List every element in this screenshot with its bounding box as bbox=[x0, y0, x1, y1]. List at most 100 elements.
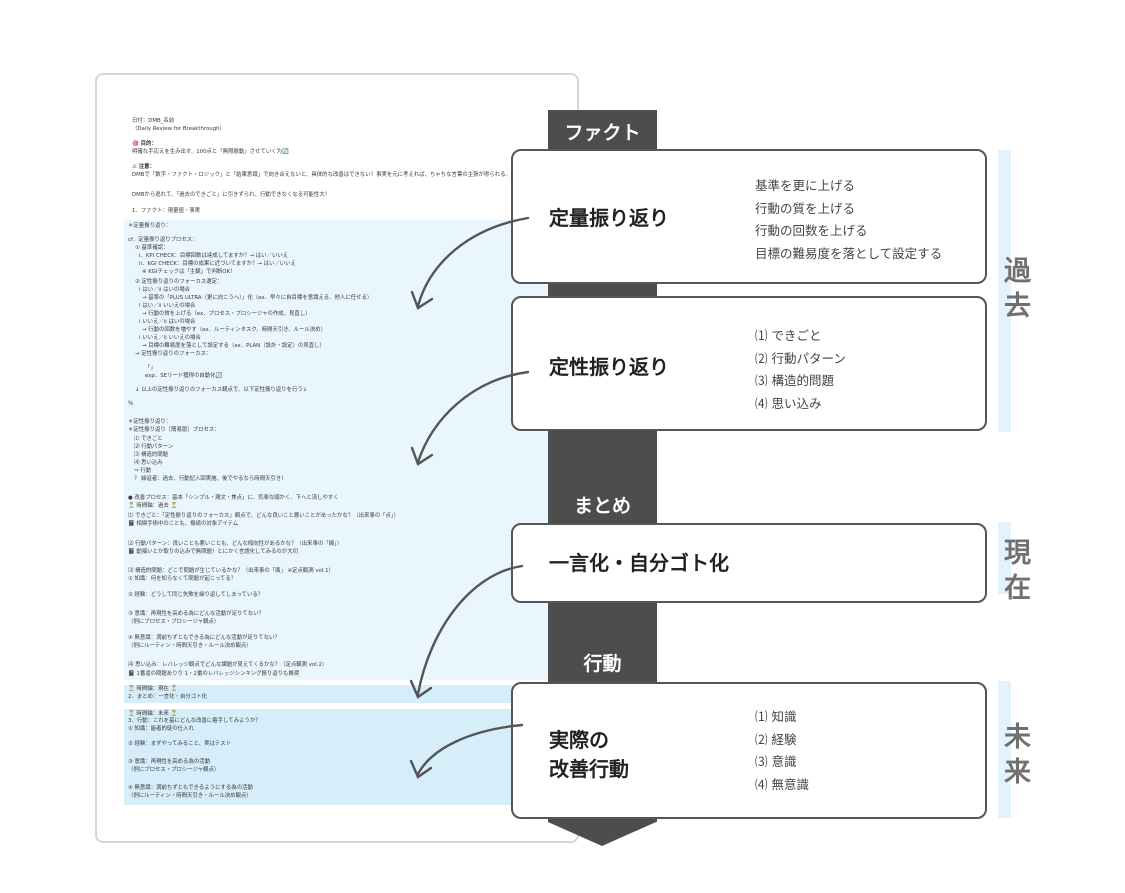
qualitative-review-items: ⑴ できごと ⑵ 行動パターン ⑶ 構造的問題 ⑷ 思い込み bbox=[755, 325, 846, 415]
document-line: 「」 bbox=[145, 365, 156, 371]
document-line: 明確な手応えを生み出す、100点と「無限振動」させていく为🔄 bbox=[132, 149, 289, 155]
document-line: ⑶ 構造的問題 bbox=[134, 452, 169, 458]
document-line: 3．行動：これを基にどんな改善に着手してみようか？ bbox=[128, 718, 261, 724]
document-line: （例にルーティン・時間天引き・ルール決め観点） bbox=[128, 643, 252, 649]
document-line: 📓 動揺いとか取りの込みで無問題！とにかく言語化してみるのが大切 bbox=[128, 549, 298, 555]
document-line: ② 定性振り返りのフォーカス選定： bbox=[135, 279, 223, 285]
flow-spine-top bbox=[548, 110, 657, 120]
document-line: i．KPI CHECK：目標回数は達成してますか？→ はい／いいえ bbox=[139, 253, 289, 259]
document-line: ⏳ 時間軸：未来 ⏳ bbox=[128, 711, 178, 717]
arrow-qualitative bbox=[416, 370, 530, 464]
document-line: exp．SEリード獲得の自動化🔄 bbox=[145, 373, 223, 379]
document-line: 2．まとめ：一言化・自分ゴト化 bbox=[128, 694, 207, 700]
document-line: （例にプロセス・プロシージャ観点） bbox=[128, 767, 220, 773]
document-line: ii．KGI CHECK：目標の成果に近づいてますか？→ はい／いいえ bbox=[139, 261, 296, 267]
document-line: ⑴ できごと：「定性振り返りのフォーカス」観点で、どんな良いこと悪いことがあった… bbox=[128, 513, 400, 519]
qualitative-item: ⑵ 行動パターン bbox=[755, 350, 846, 366]
quantitative-item: 行動の回数を上げる bbox=[755, 223, 868, 238]
quantitative-item: 目標の難易度を落として設定する bbox=[755, 245, 943, 261]
quantitative-item: 基準を更に上げる bbox=[755, 178, 856, 193]
qualitative-item: ⑴ できごと bbox=[755, 328, 822, 343]
qualitative-item: ⑶ 構造的問題 bbox=[755, 373, 834, 388]
document-line: ① 知識：何を知らなくて問題が起こってる？ bbox=[128, 576, 237, 582]
quantitative-review-items: 基準を更に上げる 行動の質を上げる 行動の回数を上げる 目標の難易度を落として設… bbox=[755, 175, 942, 265]
document-line: ④ 無意識：満前ちずともできるようにする為の活動 bbox=[128, 785, 253, 791]
document-line: ％ bbox=[128, 401, 134, 407]
timeline-band-past bbox=[998, 150, 1011, 432]
action-item: ⑴ 知識 bbox=[755, 709, 797, 724]
document-line: ● 改善プロセス：基本「シンプル・潤文・焦点」に、気楽な順かく、下へと流しやすく bbox=[128, 495, 339, 501]
document-line: 日付：DMB_名前 bbox=[132, 118, 175, 124]
document-line: → 行動の回数を増やす（ex．ルーティンタスク、時間天引き、ルール決め） bbox=[142, 327, 326, 333]
document-line: → 基準の「PLUS ULTRA（更に向こうへ）」化（ex．早々に自目標を意識え… bbox=[142, 295, 373, 301]
document-line: ⑶ 構造的問題：どこで問題が生じているかな？（出来事の「面」 ※定点観測 vol… bbox=[128, 568, 334, 574]
document-line: DMBで「数字・ファクト・ロジック」と「結果意識」で向き合えないと、具体的な改善… bbox=[132, 172, 511, 178]
document-line: → 行動の質を上げる（ex．プロセス・プロシージャの作成、見直し） bbox=[142, 311, 311, 317]
document-line: ④ 無意識：満前ちずともできる為にどんな活動が足りてない？ bbox=[128, 635, 280, 641]
timeline-label-present: 現在 bbox=[999, 538, 1030, 608]
timeline-label-past: 過去 bbox=[999, 256, 1030, 326]
document-line: i はい／ii いいえの場合 bbox=[139, 303, 196, 309]
document-line: DMBから逃れて、「過去のできごと」に引きずられ、行動できなくなる可能性大！ bbox=[132, 192, 331, 198]
summary-box: 一言化・自分ゴト化 bbox=[511, 523, 987, 603]
flow-spine-arrowhead bbox=[548, 822, 656, 846]
document-line: → 定性振り返りのフォーカス： bbox=[135, 351, 212, 357]
action-item: ⑶ 意識 bbox=[755, 754, 797, 769]
document-line: → 目標の難易度を落として設定する（ex．PLAN（設計・設定）の見直し） bbox=[142, 343, 325, 349]
document-line: ① 基準確認： bbox=[135, 245, 169, 251]
arrow-action-head bbox=[409, 759, 433, 779]
action-item: ⑵ 経験 bbox=[755, 731, 797, 747]
timeline-band-present bbox=[998, 522, 1011, 594]
quantitative-review-box: 定量振り返り 基準を更に上げる 行動の質を上げる 行動の回数を上げる 目標の難易… bbox=[511, 149, 987, 284]
document-line: ⏳ 時間軸：現在 ⏳ bbox=[128, 686, 178, 692]
quantitative-item: 行動の質を上げる bbox=[755, 200, 856, 216]
document-line: ？ 繰返者：過去、行動記入回実施、後でやるなら時間天引き！ bbox=[134, 476, 287, 482]
summary-title: 一言化・自分ゴト化 bbox=[549, 551, 729, 575]
arrow-quantitative-head bbox=[410, 290, 434, 310]
document-line: i はい／ii はいの場合 bbox=[139, 287, 191, 293]
document-line: ⑵ 行動パターン：良いことも悪いことも、どんな傾向性があるかな？（出来事の「線」… bbox=[128, 541, 343, 547]
stage-label-fact: ファクト bbox=[564, 122, 641, 144]
qualitative-item: ⑷ 思い込み bbox=[755, 395, 822, 411]
document-line: 📓 相関手術中のことも、振続の対象アイテム bbox=[128, 521, 239, 527]
document-line: 🎯 目的： bbox=[132, 141, 157, 147]
arrow-summary-head bbox=[409, 679, 433, 699]
timeline-band-future bbox=[998, 681, 1011, 818]
stage-label-action: 行動 bbox=[583, 653, 622, 675]
document-line: （Daily Review for Breakthrough） bbox=[132, 126, 225, 132]
quantitative-review-title: 定量振り返り bbox=[549, 206, 669, 230]
document-line: ⚠ 注意： bbox=[132, 164, 155, 170]
action-title-line2: 改善行動 bbox=[549, 757, 629, 781]
action-box: 実際の 改善行動 ⑴ 知識 ⑵ 経験 ⑶ 意識 ⑷ 無意識 bbox=[511, 682, 987, 819]
document-line: ↓ 以上の定性振り返りのフォーカス観点で、以下定性振り返りを行う↓ bbox=[135, 387, 308, 393]
document-line: ⇒ 行動 bbox=[134, 468, 152, 474]
action-title-line1: 実際の bbox=[549, 728, 609, 752]
action-items: ⑴ 知識 ⑵ 経験 ⑶ 意識 ⑷ 無意識 bbox=[755, 706, 809, 796]
document-line: ⑷ 思い込み：レバレッジ観点でどんな課題が見えてくるかな？（定点観測 vol.2… bbox=[128, 662, 328, 668]
document-line: 📓 1番違の問題ありり 1・2番のレバレッジシンキング振り返りも推奨 bbox=[128, 671, 300, 677]
qualitative-review-box: 定性振り返り ⑴ できごと ⑵ 行動パターン ⑶ 構造的問題 ⑷ 思い込み bbox=[511, 296, 987, 431]
document-line: （例にプロセス・プロシージャ観点） bbox=[128, 619, 220, 625]
arrow-action bbox=[416, 723, 524, 776]
document-line: ② 経験：まずやってみること、実はテスト bbox=[128, 741, 232, 747]
document-line: （例にルーティン・時間天引き・ルール決め観点） bbox=[128, 793, 252, 799]
stage-label-summary: まとめ bbox=[548, 490, 657, 522]
document-line: cf．定量振り返りプロセス： bbox=[128, 237, 198, 243]
qualitative-review-title: 定性振り返り bbox=[549, 355, 669, 379]
fact-section-highlight bbox=[124, 220, 577, 680]
present-section-highlight bbox=[124, 685, 577, 703]
document-line: ＊定量振り返り： bbox=[128, 223, 172, 229]
document-line: 1．ファクト：現量値・事実 bbox=[132, 208, 201, 214]
document-line: ⑴ できごと bbox=[134, 436, 163, 442]
document-line: i いいえ／ii はいの場合 bbox=[139, 319, 196, 325]
timeline-label-future: 未来 bbox=[999, 722, 1030, 792]
document-line: ⑷ 思い込み bbox=[134, 460, 163, 466]
document-line: ③ 意識：再現性を高める為にどんな活動が足りてない？ bbox=[128, 611, 264, 617]
document-line: ＊定性振り返り［簡易版］プロセス： bbox=[128, 427, 220, 433]
document-line: ① 知識：能者的徒の仕入れ bbox=[128, 726, 194, 732]
action-item: ⑷ 無意識 bbox=[755, 776, 809, 792]
document-line: ③ 意識：再現性を高める為の活動 bbox=[128, 759, 211, 765]
document-line: ② 経験：どうして同じ失敗を繰り返してしまっている？ bbox=[128, 592, 264, 598]
arrow-qualitative-head bbox=[410, 446, 434, 466]
